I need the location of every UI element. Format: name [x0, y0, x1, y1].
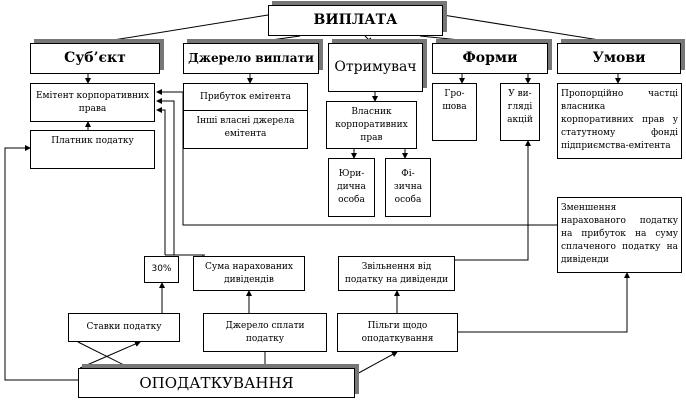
tax-benefits-box: Пільги щодо оподаткування: [337, 313, 458, 352]
payment-title: ВИПЛАТА: [268, 5, 443, 36]
other-sources-box: Інші власні джерела емітента: [183, 110, 308, 149]
category-conditions: Умови: [557, 43, 681, 74]
tax-rate-value: 30%: [144, 256, 179, 283]
category-source: Джерело виплати: [183, 43, 319, 74]
cash-form-box: Гро-шова: [432, 83, 477, 141]
tax-rates-box: Ставки податку: [68, 313, 180, 342]
category-recipient: Отримувач: [328, 43, 423, 92]
proportional-condition-box: Пропорційно частці власника корпоративни…: [557, 83, 682, 159]
category-subject: Суб’єкт: [30, 43, 160, 74]
tax-reduction-box: Зменшення нарахованого податку на прибут…: [557, 197, 682, 273]
natural-person-box: Фі-зична особа: [385, 158, 431, 217]
shares-form-box: У ви-гляді акцій: [500, 83, 540, 141]
tax-source-box: Джерело сплати податку: [203, 313, 327, 352]
issuer-profit-box: Прибуток емітента: [183, 83, 308, 111]
taxation-title: ОПОДАТКУВАННЯ: [78, 368, 355, 398]
owner-box: Власник корпоративних прав: [326, 101, 417, 149]
tax-base-box: Сума нарахованих дивідендів: [193, 256, 305, 291]
category-forms: Форми: [432, 43, 548, 74]
legal-entity-box: Юри-дична особа: [328, 158, 375, 217]
issuer-box: Емітент корпоративних права: [30, 83, 155, 122]
exemption-box: Звільнення від податку на дивіденди: [338, 256, 455, 291]
taxpayer-box: Платник податку: [30, 130, 155, 169]
